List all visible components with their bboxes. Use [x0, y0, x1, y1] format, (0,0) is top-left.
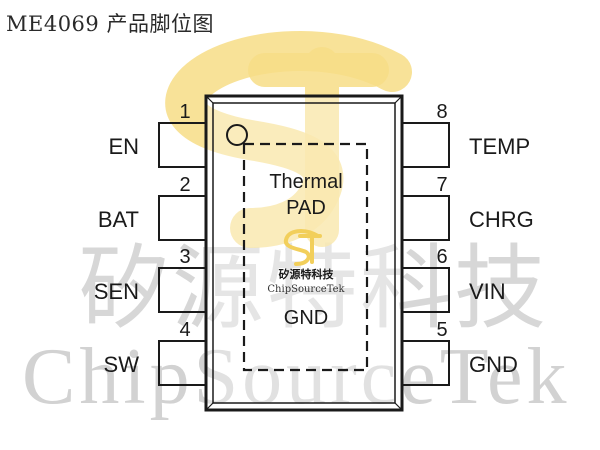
thermal-pad-label-line1: Thermal [269, 171, 342, 193]
pin1-indicator-dot [226, 124, 248, 146]
bevel-line [394, 95, 403, 104]
diagram-title: ME4069 产品脚位图 [6, 12, 214, 36]
bevel-line [205, 402, 214, 411]
pin-6-name: VIN [469, 279, 506, 304]
pin-1-lead [158, 122, 207, 168]
pin-3-number: 3 [179, 246, 190, 268]
center-logo-text-cn: 矽源特科技 [279, 267, 335, 281]
pin-4-number: 4 [179, 319, 190, 341]
pin-8-lead [401, 122, 450, 168]
pin-7-number: 7 [436, 174, 447, 196]
pin-5-name: GND [469, 352, 518, 377]
thermal-pad-label-line2: PAD [286, 197, 326, 219]
center-logo-text-en: ChipSourceTek [267, 284, 345, 295]
pin-2-name: BAT [98, 207, 139, 232]
bevel-line [205, 95, 214, 104]
bevel-line [394, 402, 403, 411]
pin-4-name: SW [104, 352, 140, 377]
pin-5-number: 5 [436, 319, 447, 341]
logo-watermark [165, 31, 412, 248]
pin-2-number: 2 [179, 174, 190, 196]
thermal-pad-gnd-label: GND [284, 307, 328, 329]
center-logo-icon [283, 229, 322, 266]
watermark-english: ChipSourceTek [22, 333, 571, 421]
pin-7-name: CHRG [469, 207, 534, 232]
pin-4-lead [158, 340, 207, 386]
ic-body-inner-outline [212, 102, 396, 404]
pin-7-lead [401, 195, 450, 241]
pin-8-name: TEMP [469, 134, 530, 159]
pin-3-name: SEN [94, 279, 139, 304]
pin-5-lead [401, 340, 450, 386]
thermal-pad-outline [242, 142, 369, 372]
pin-8-number: 8 [436, 101, 447, 123]
pin-2-lead [158, 195, 207, 241]
pin-1-name: EN [108, 134, 139, 159]
pin-1-number: 1 [179, 101, 190, 123]
pin-6-number: 6 [436, 246, 447, 268]
pin-3-lead [158, 267, 207, 313]
pin-6-lead [401, 267, 450, 313]
